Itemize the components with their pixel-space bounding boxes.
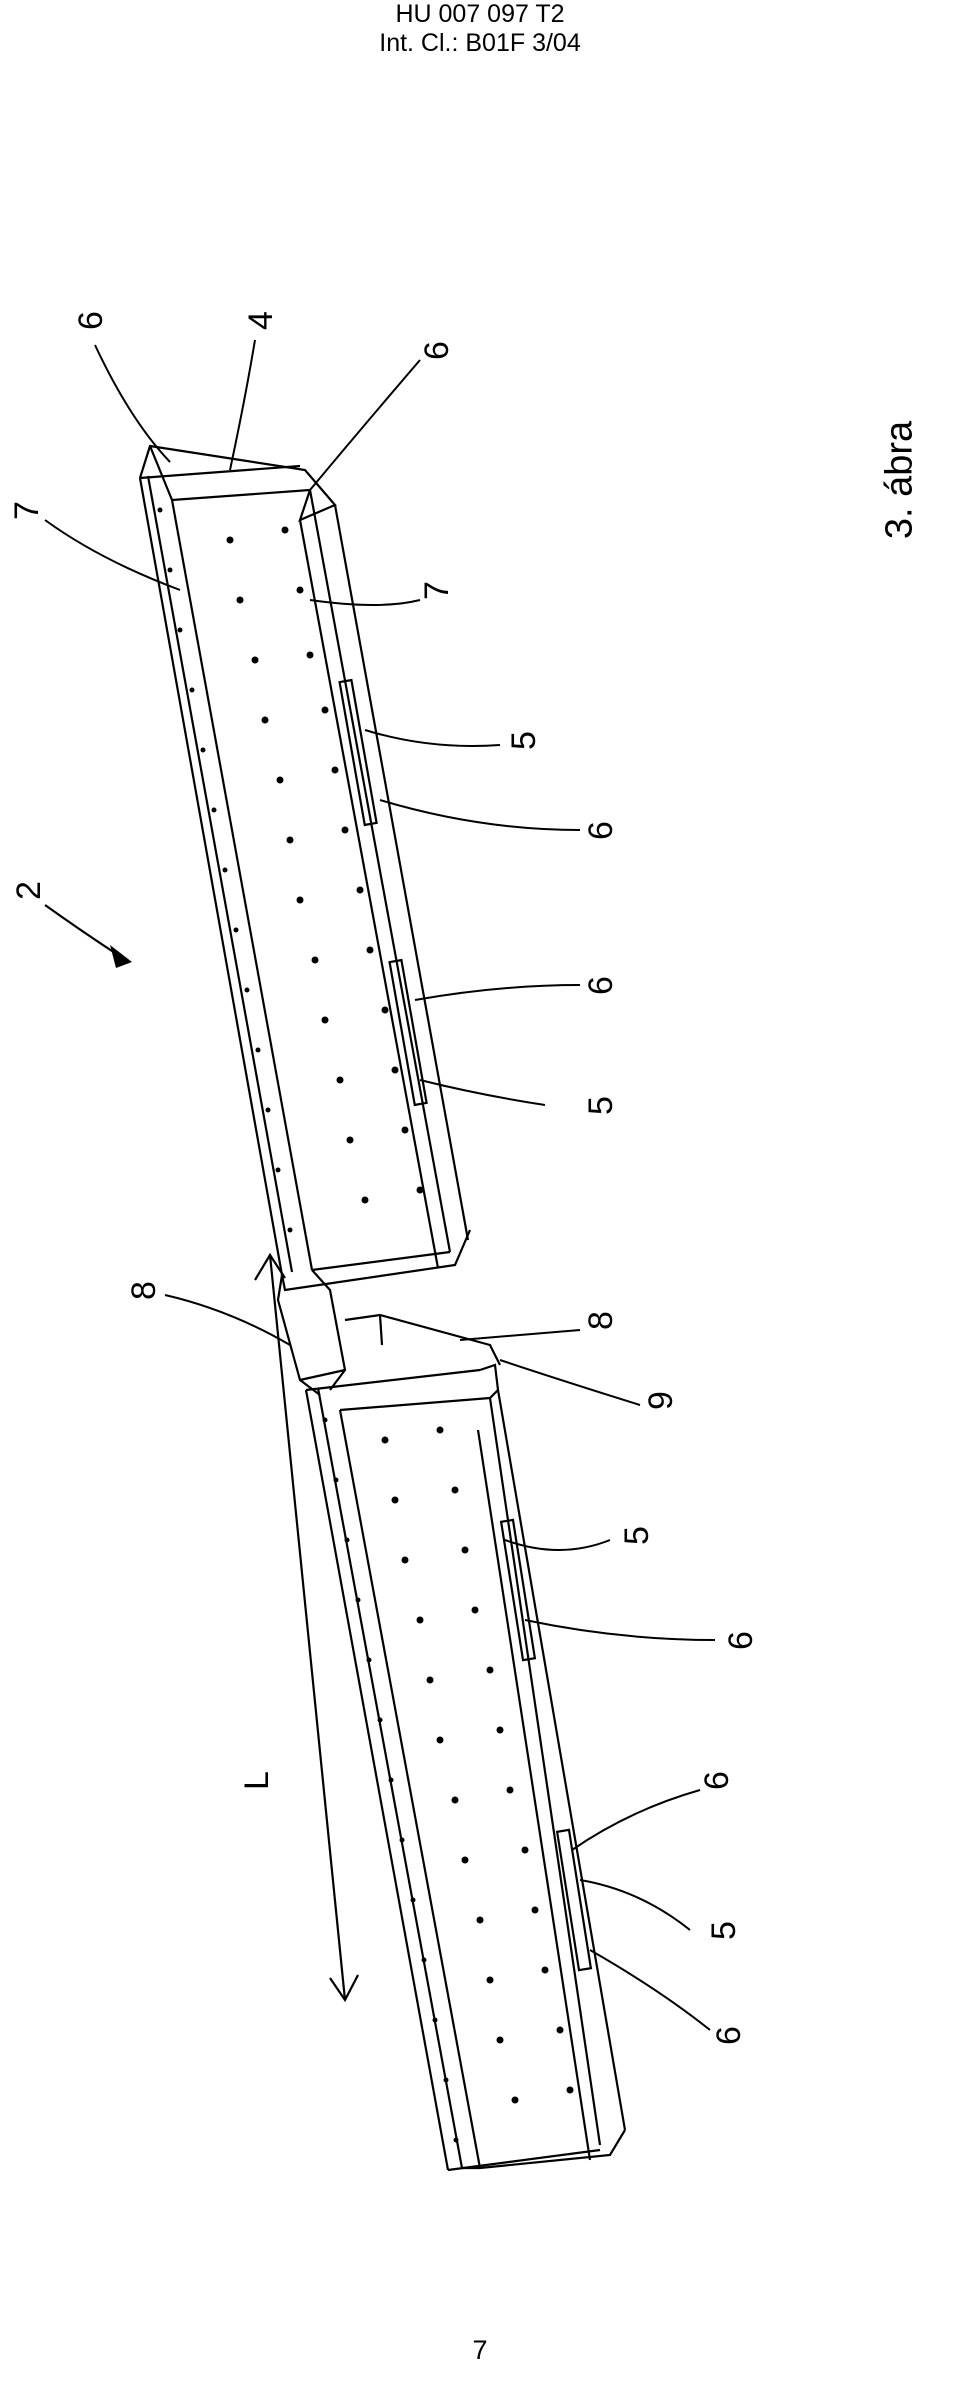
- document-number: HU 007 097 T2: [395, 0, 565, 28]
- page-header: HU 007 097 T2 Int. Cl.: B01F 3/04: [0, 0, 960, 58]
- classification: Int. Cl.: B01F 3/04: [379, 29, 581, 57]
- ref-8: 8: [125, 1281, 163, 1300]
- ref-6: 6: [710, 2026, 748, 2045]
- ref-2: 2: [10, 881, 48, 900]
- length-arrow: [254, 1252, 359, 2003]
- ref-6: 6: [582, 821, 620, 840]
- upper-tray: [138, 444, 472, 1292]
- ref-6: 6: [582, 976, 620, 995]
- reference-numerals: 6 4 6 7 7 5 6 2 6 5 8 8 9 5 6 L 6 5 6: [8, 311, 760, 2045]
- ref-9: 9: [642, 1391, 680, 1410]
- page-number: 7: [472, 2335, 488, 2365]
- figure-label: 3. ábra: [878, 420, 921, 540]
- ref-7: 7: [8, 501, 46, 520]
- ref-5: 5: [618, 1526, 656, 1545]
- connector-piece: [276, 1269, 501, 1396]
- ref-6: 6: [72, 311, 110, 330]
- ref-5: 5: [705, 1921, 743, 1940]
- ref-L: L: [238, 1771, 276, 1790]
- lower-tray: [304, 1363, 627, 2172]
- ref-5: 5: [582, 1096, 620, 1115]
- ref-6: 6: [698, 1771, 736, 1790]
- leader-lines: [44, 339, 716, 2031]
- ref-6: 6: [418, 341, 456, 360]
- reference-arrow: [44, 904, 132, 968]
- ref-7: 7: [418, 581, 456, 600]
- ref-8: 8: [582, 1311, 620, 1330]
- ref-5: 5: [505, 731, 543, 750]
- ref-4: 4: [242, 311, 280, 330]
- ref-6: 6: [722, 1631, 760, 1650]
